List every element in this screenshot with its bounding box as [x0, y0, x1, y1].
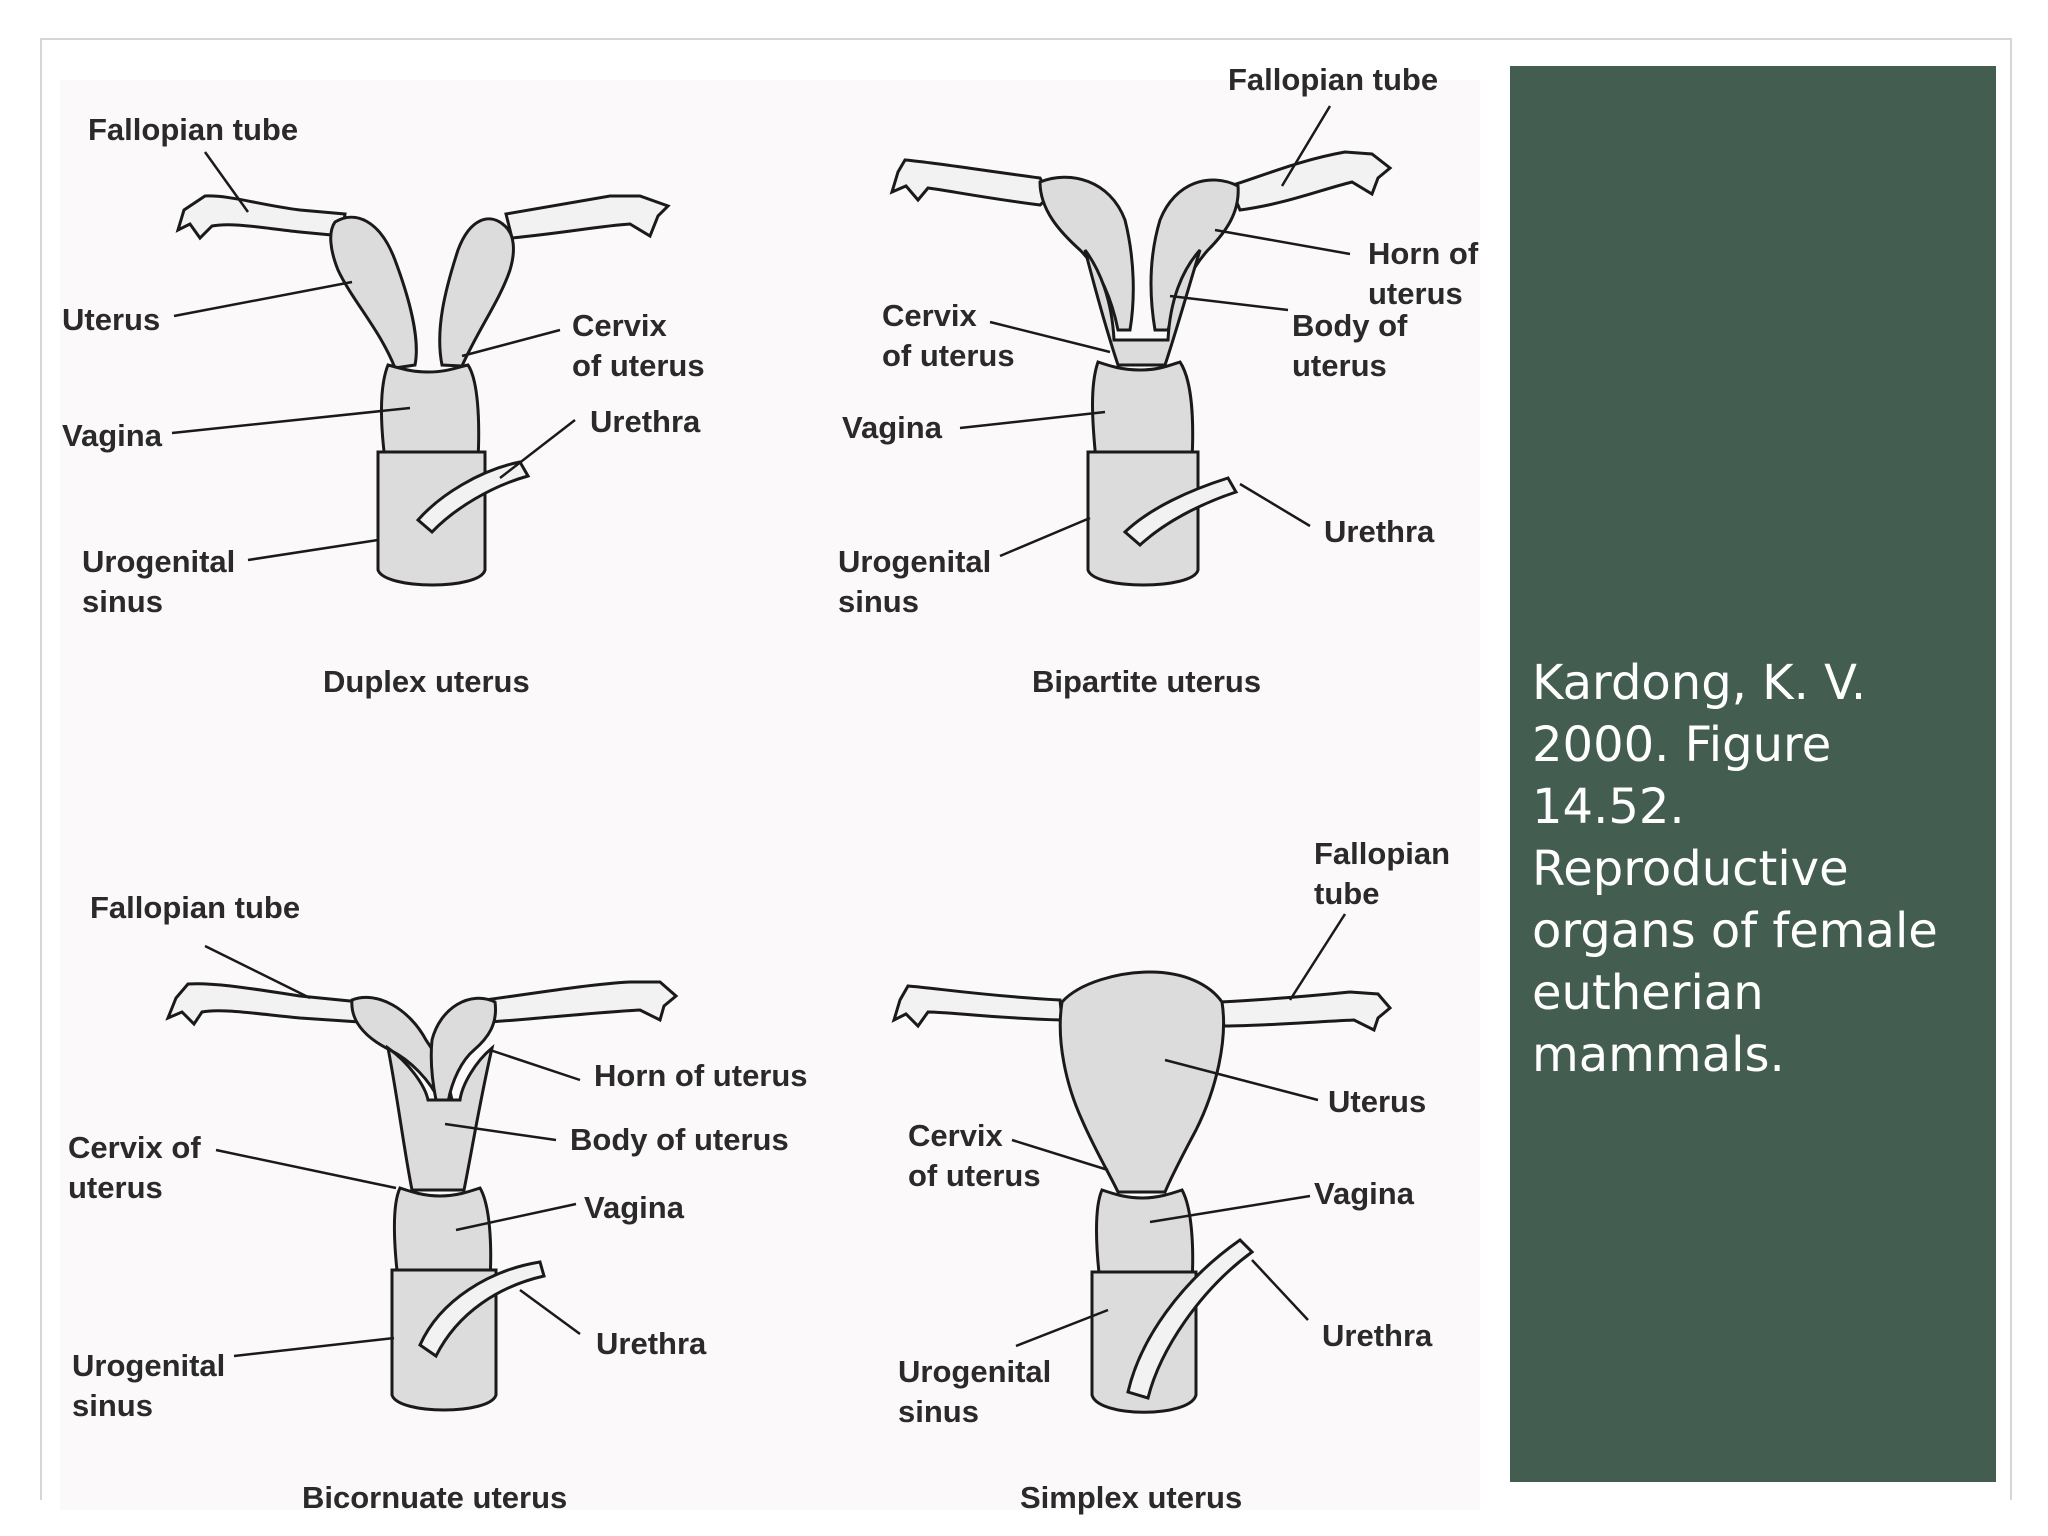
duplex-label-cervix-line1: Cervix — [572, 308, 668, 343]
bicornuate-label-cervix-line1: Cervix of — [68, 1130, 201, 1165]
duplex-uterus-drawing — [175, 194, 671, 587]
simplex-title: Simplex uterus — [1020, 1480, 1242, 1515]
simplex-label-urethra: Urethra — [1322, 1318, 1433, 1353]
simplex-label-cervix-line2: of uterus — [908, 1158, 1041, 1193]
bipartite-label-cervix-line1: Cervix — [882, 298, 978, 333]
bicornuate-leader-lines — [204, 944, 581, 1358]
simplex-label-fallopian-line2: tube — [1314, 876, 1379, 911]
bipartite-label-body-line2: uterus — [1292, 348, 1387, 383]
bipartite-label-urogenital-line1: Urogenital — [838, 544, 991, 579]
duplex-title: Duplex uterus — [323, 664, 530, 699]
figure-background — [60, 80, 1480, 1510]
duplex-label-uterus: Uterus — [62, 302, 160, 337]
simplex-leader-lines — [1011, 913, 1347, 1348]
simplex-label-uterus: Uterus — [1328, 1084, 1426, 1119]
bicornuate-label-cervix-line2: uterus — [68, 1170, 163, 1205]
simplex-label-cervix-line1: Cervix — [908, 1118, 1004, 1153]
bipartite-uterus-drawing — [889, 150, 1393, 587]
caption-panel — [1510, 66, 1996, 1482]
bicornuate-title: Bicornuate uterus — [302, 1480, 567, 1515]
duplex-label-urethra: Urethra — [590, 404, 701, 439]
bicornuate-uterus-drawing — [165, 980, 679, 1412]
figure-caption: Kardong, K. V. 2000. Figure 14.52. Repro… — [1532, 655, 1938, 1083]
bipartite-label-body-line1: Body of — [1292, 308, 1408, 343]
bicornuate-label-urethra: Urethra — [596, 1326, 707, 1361]
bicornuate-label-vagina: Vagina — [584, 1190, 685, 1225]
simplex-uterus-drawing — [891, 970, 1393, 1414]
bipartite-label-horn-line1: Horn of — [1368, 236, 1479, 271]
duplex-label-cervix-line2: of uterus — [572, 348, 705, 383]
simplex-label-urogenital-line2: sinus — [898, 1394, 979, 1429]
duplex-label-fallopian-tube: Fallopian tube — [88, 112, 298, 147]
simplex-label-fallopian-line1: Fallopian — [1314, 836, 1450, 871]
simplex-label-vagina: Vagina — [1314, 1176, 1415, 1211]
duplex-label-urogenital-line2: sinus — [82, 584, 163, 619]
duplex-leader-lines — [171, 151, 576, 562]
bicornuate-label-body: Body of uterus — [570, 1122, 789, 1157]
bipartite-label-horn-line2: uterus — [1368, 276, 1463, 311]
bipartite-title: Bipartite uterus — [1032, 664, 1261, 699]
simplex-label-urogenital-line1: Urogenital — [898, 1354, 1051, 1389]
duplex-label-urogenital-line1: Urogenital — [82, 544, 235, 579]
slide-frame — [40, 38, 2012, 1500]
bicornuate-label-fallopian-tube: Fallopian tube — [90, 890, 300, 925]
bicornuate-label-horn: Horn of uterus — [594, 1058, 808, 1093]
bipartite-leader-lines — [959, 105, 1351, 558]
bipartite-label-vagina: Vagina — [842, 410, 943, 445]
bipartite-label-cervix-line2: of uterus — [882, 338, 1015, 373]
bipartite-label-urogenital-line2: sinus — [838, 584, 919, 619]
bicornuate-label-urogenital-line2: sinus — [72, 1388, 153, 1423]
duplex-label-vagina: Vagina — [62, 418, 163, 453]
bicornuate-label-urogenital-line1: Urogenital — [72, 1348, 225, 1383]
bipartite-label-fallopian-tube: Fallopian tube — [1228, 62, 1438, 97]
bipartite-label-urethra: Urethra — [1324, 514, 1435, 549]
